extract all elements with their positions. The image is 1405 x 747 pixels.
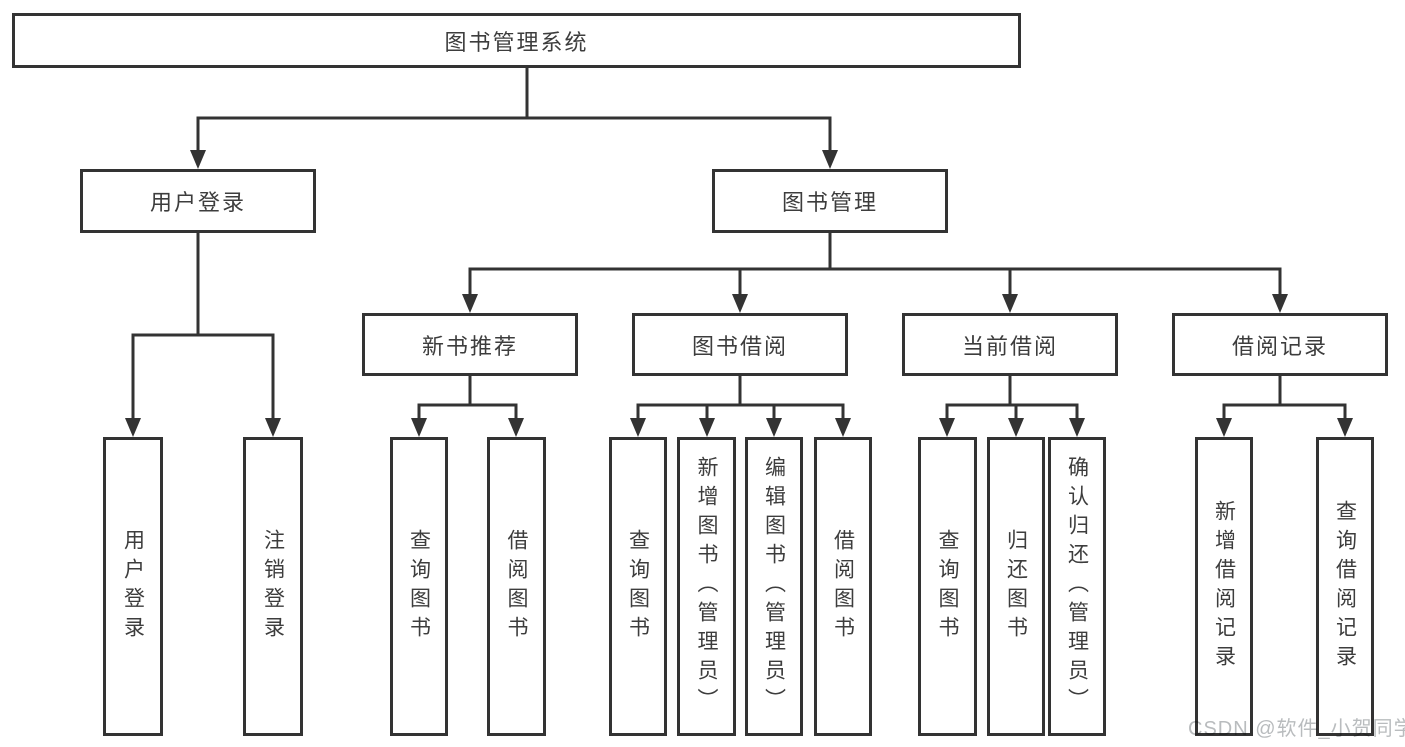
leaf-label: 编辑图书（管理员） bbox=[762, 456, 786, 717]
node-label: 图书管理 bbox=[781, 190, 878, 215]
leaf-borrow-books: 借阅图书 bbox=[814, 437, 872, 736]
leaf-label: 确认归还（管理员） bbox=[1065, 456, 1089, 717]
node-label: 当前借阅 bbox=[961, 333, 1058, 359]
leaf-query-books: 查询图书 bbox=[390, 437, 448, 736]
leaf-confirm-return-admin: 确认归还（管理员） bbox=[1048, 437, 1106, 736]
leaf-label: 查询借阅记录 bbox=[1333, 499, 1357, 674]
leaf-label: 查询图书 bbox=[626, 528, 650, 645]
connector-root-fork bbox=[196, 68, 832, 151]
leaf-borrow-books: 借阅图书 bbox=[487, 437, 546, 736]
leaf-logout: 注销登录 bbox=[243, 437, 303, 736]
node-library-management-system: 图书管理系统 bbox=[12, 13, 1021, 68]
leaf-label: 查询图书 bbox=[407, 528, 431, 645]
leaf-user-login: 用户登录 bbox=[103, 437, 163, 736]
watermark: CSDN @软件_小贺同学 bbox=[1188, 718, 1405, 740]
leaf-label: 用户登录 bbox=[121, 528, 145, 645]
leaf-return-books: 归还图书 bbox=[987, 437, 1045, 736]
leaf-label: 新增图书（管理员） bbox=[695, 456, 719, 717]
connector-borrowing-records-fork bbox=[1222, 376, 1347, 420]
leaf-query-borrow-record: 查询借阅记录 bbox=[1316, 437, 1374, 736]
connector-book-management-fork bbox=[468, 233, 1282, 296]
node-current-borrowing: 当前借阅 bbox=[902, 313, 1118, 376]
node-label: 新书推荐 bbox=[421, 333, 518, 359]
node-label: 图书借阅 bbox=[691, 333, 788, 359]
node-label: 图书管理系统 bbox=[444, 29, 589, 55]
leaf-label: 查询图书 bbox=[936, 528, 960, 645]
node-label: 用户登录 bbox=[149, 190, 246, 215]
node-new-book-recommend: 新书推荐 bbox=[362, 313, 578, 376]
connector-new-book-fork bbox=[417, 376, 518, 420]
leaf-label: 归还图书 bbox=[1004, 528, 1028, 645]
leaf-query-books: 查询图书 bbox=[918, 437, 977, 736]
connector-user-login-fork bbox=[131, 233, 275, 420]
connector-current-borrowing-fork bbox=[945, 376, 1079, 420]
leaf-label: 新增借阅记录 bbox=[1212, 499, 1236, 674]
node-book-management: 图书管理 bbox=[712, 169, 948, 233]
leaf-label: 借阅图书 bbox=[505, 528, 529, 645]
leaf-add-borrow-record: 新增借阅记录 bbox=[1195, 437, 1253, 736]
node-user-login: 用户登录 bbox=[80, 169, 316, 233]
arrowheads bbox=[125, 150, 1353, 437]
leaf-edit-book-admin: 编辑图书（管理员） bbox=[745, 437, 803, 736]
connector-book-borrowing-fork bbox=[636, 376, 845, 420]
node-book-borrowing: 图书借阅 bbox=[632, 313, 848, 376]
leaf-label: 借阅图书 bbox=[831, 528, 855, 645]
leaf-label: 注销登录 bbox=[261, 528, 285, 645]
node-borrowing-records: 借阅记录 bbox=[1172, 313, 1388, 376]
node-label: 借阅记录 bbox=[1231, 333, 1328, 359]
leaf-query-books: 查询图书 bbox=[609, 437, 667, 736]
leaf-add-book-admin: 新增图书（管理员） bbox=[677, 437, 736, 736]
